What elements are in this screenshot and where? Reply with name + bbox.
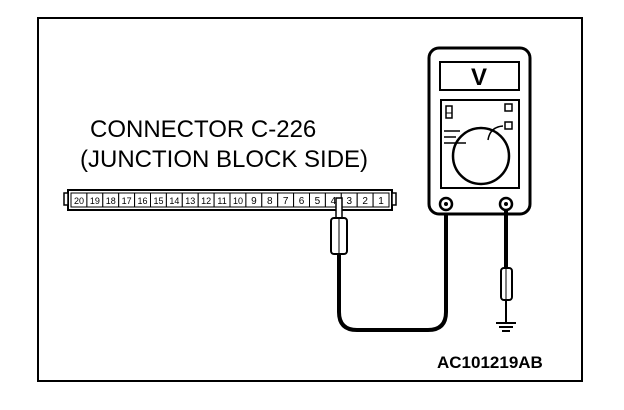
meter-indicator-top <box>504 103 513 112</box>
connector-pin-label: 10 <box>233 196 243 206</box>
connector-pin-label: 12 <box>201 196 211 206</box>
connector-pin-label: 19 <box>90 196 100 206</box>
meter-dial <box>451 126 511 186</box>
connector-pin-label: 9 <box>251 196 257 207</box>
connector-side-label: (JUNCTION BLOCK SIDE) <box>80 146 369 173</box>
meter-pointer-arc <box>487 125 504 141</box>
connector-pin-label: 16 <box>138 196 148 206</box>
connector-name-label: CONNECTOR C-226 <box>90 116 317 143</box>
connector-pin-label: 4 <box>331 196 337 207</box>
meter-display <box>439 61 520 91</box>
connector-pin-label: 13 <box>185 196 195 206</box>
ground-symbol-icon <box>496 318 516 332</box>
connector-pin-label: 7 <box>283 196 289 207</box>
connector-left-tab <box>63 192 69 206</box>
connector-pin-label: 8 <box>267 196 273 207</box>
connector-right-tab <box>391 192 397 206</box>
connector-pin-label: 20 <box>74 196 84 206</box>
meter-scale-marks <box>444 130 466 144</box>
probe-lead <box>330 197 448 332</box>
reference-code-label: AC101219AB <box>437 353 543 372</box>
connector-pin-cell <box>372 192 390 208</box>
meter-range-mark <box>445 105 453 119</box>
diagram-frame <box>37 17 583 382</box>
connector-pin-label: 6 <box>299 196 305 207</box>
connector-pin-label: 15 <box>153 196 163 206</box>
meter-indicator-mid <box>504 121 513 130</box>
connector-pin-label: 14 <box>169 196 179 206</box>
connector-pin-label: 11 <box>217 196 226 206</box>
probe-tip <box>335 197 343 219</box>
connector-pin-label: 18 <box>106 196 116 206</box>
ground-lead <box>500 210 513 318</box>
connector-pin-label: 3 <box>346 196 352 207</box>
connector-pin-label: 5 <box>315 196 321 207</box>
connector-pin-label: 2 <box>362 196 368 207</box>
voltmeter-icon: V <box>427 46 532 216</box>
probe-wire <box>337 205 448 332</box>
connector-pin-label: 1 <box>378 196 384 207</box>
meter-display-symbol: V <box>471 64 487 91</box>
connector-pin-label: 17 <box>122 196 132 206</box>
